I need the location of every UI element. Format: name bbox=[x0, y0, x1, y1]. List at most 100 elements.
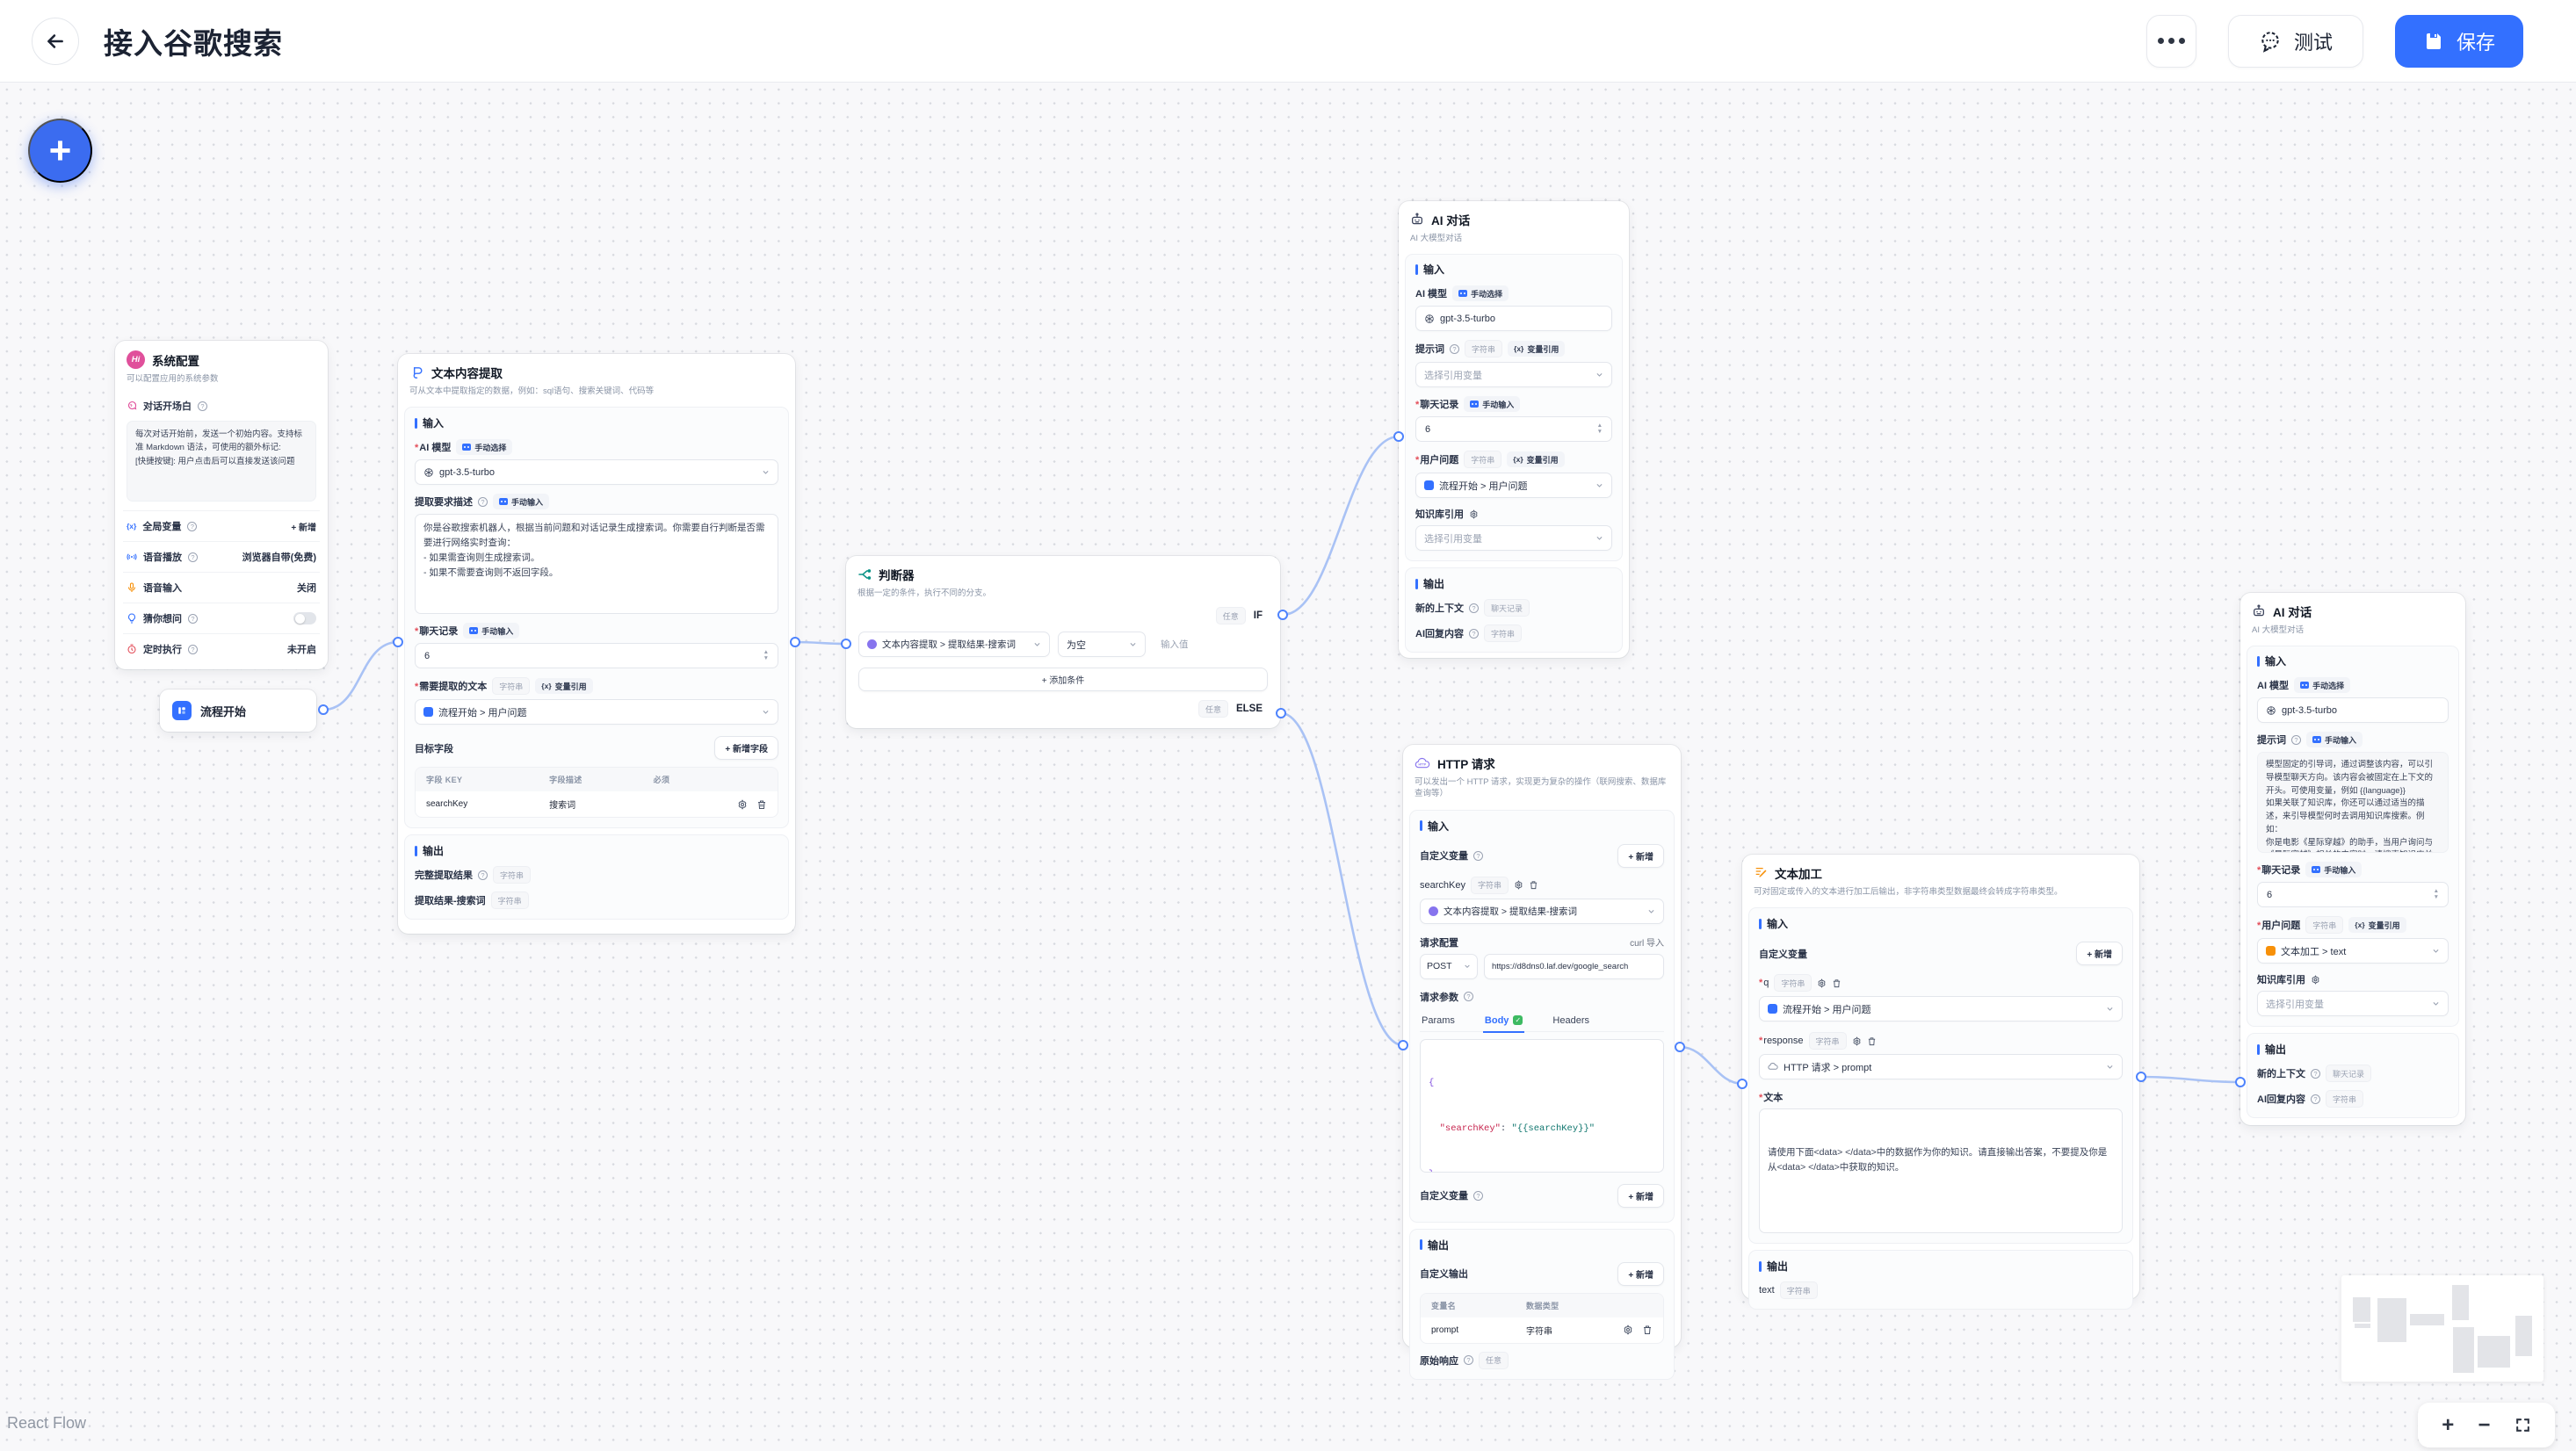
add-field-button[interactable]: + 新增字段 bbox=[714, 736, 778, 761]
user-question-select[interactable]: 文本加工 > text bbox=[2257, 938, 2449, 964]
condition-variable-select[interactable]: 文本内容提取 > 提取结果-搜索词 bbox=[858, 632, 1050, 658]
help-icon[interactable]: ? bbox=[188, 613, 198, 624]
trash-icon[interactable] bbox=[1832, 978, 1842, 988]
help-icon[interactable]: ? bbox=[1464, 992, 1473, 1002]
handle-http-in[interactable] bbox=[1398, 1040, 1408, 1050]
guess-toggle[interactable] bbox=[293, 612, 316, 625]
handle-textprocess-in[interactable] bbox=[1737, 1079, 1747, 1089]
handle-condition-else-out[interactable] bbox=[1276, 708, 1286, 718]
help-icon[interactable]: ? bbox=[2311, 1068, 2320, 1079]
gear-icon[interactable] bbox=[1514, 880, 1523, 890]
help-icon[interactable]: ? bbox=[1469, 603, 1479, 613]
more-button[interactable] bbox=[2145, 14, 2196, 68]
help-icon[interactable]: ? bbox=[188, 552, 198, 562]
help-icon[interactable]: ? bbox=[198, 401, 207, 411]
chat-history-input[interactable]: 6 ▲▼ bbox=[1415, 416, 1612, 443]
prompt-textarea[interactable]: 模型固定的引导词，通过调整该内容，可以引导模型聊天方向。该内容会被固定在上下文的… bbox=[2257, 752, 2449, 854]
zoom-in-button[interactable]: + bbox=[2442, 1412, 2455, 1437]
handle-aichat2-in[interactable] bbox=[2235, 1077, 2246, 1087]
tab-params[interactable]: Params bbox=[1422, 1014, 1455, 1026]
gear-icon[interactable] bbox=[1469, 509, 1479, 519]
node-system-config[interactable]: Hi 系统配置 可以配置应用的系统参数 对话开场白 ? 每次对话开始前，发送一个… bbox=[115, 341, 328, 669]
trash-icon[interactable] bbox=[1867, 1036, 1877, 1046]
tab-body[interactable]: Body✓ bbox=[1483, 1010, 1525, 1031]
body-code-editor[interactable]: { "searchKey": "{{searchKey}}" } bbox=[1420, 1038, 1664, 1173]
number-stepper[interactable]: ▲▼ bbox=[1596, 422, 1603, 436]
number-stepper[interactable]: ▲▼ bbox=[763, 648, 769, 662]
chat-history-input[interactable]: 6 ▲▼ bbox=[2257, 882, 2449, 908]
back-button[interactable] bbox=[32, 17, 79, 65]
add-global-var-button[interactable]: + 新增 bbox=[291, 523, 316, 533]
condition-value-input[interactable]: 输入值 bbox=[1161, 639, 1189, 651]
add-condition-button[interactable]: + 添加条件 bbox=[858, 668, 1268, 692]
condition-operator-select[interactable]: 为空 bbox=[1058, 632, 1146, 658]
node-http-request[interactable]: HTTP HTTP 请求 可以发出一个 HTTP 请求，实现更为复杂的操作（联网… bbox=[1403, 745, 1681, 1380]
gear-icon[interactable] bbox=[1623, 1325, 1633, 1335]
handle-extract-out[interactable] bbox=[790, 637, 800, 647]
help-icon[interactable]: ? bbox=[1464, 1355, 1473, 1366]
searchkey-ref-select[interactable]: 文本内容提取 > 提取结果-搜索词 bbox=[1420, 898, 1664, 924]
model-select[interactable]: gpt-3.5-turbo bbox=[2257, 697, 2449, 724]
help-icon[interactable]: ? bbox=[187, 521, 198, 531]
chat-history-input[interactable]: 6 ▲▼ bbox=[415, 643, 778, 669]
save-button[interactable]: 保存 bbox=[2394, 14, 2523, 68]
help-icon[interactable]: ? bbox=[478, 870, 488, 880]
add-node-button[interactable]: + bbox=[28, 119, 92, 183]
response-ref-select[interactable]: HTTP 请求 > prompt bbox=[1759, 1054, 2123, 1080]
minimap[interactable] bbox=[2341, 1275, 2543, 1382]
node-flow-start[interactable]: 流程开始 bbox=[160, 689, 316, 732]
trash-icon[interactable] bbox=[756, 799, 767, 810]
text-template-textarea[interactable]: 请使用下面<data> </data>中的数据作为你的知识。请直接输出答案，不要… bbox=[1759, 1108, 2123, 1234]
schedule-value[interactable]: 未开启 bbox=[287, 645, 316, 656]
gear-icon[interactable] bbox=[2311, 975, 2320, 985]
help-icon[interactable]: ? bbox=[2311, 1094, 2320, 1104]
node-condition[interactable]: 判断器 根据一定的条件，执行不同的分支。 任意 IF 文本内容提取 > 提取结果… bbox=[846, 556, 1280, 728]
add-variable-button[interactable]: + 新增 bbox=[1617, 843, 1664, 868]
node-ai-chat-1[interactable]: AI 对话 AI 大模型对话 输入 AI 模型 手动选择 gpt-3.5-tur… bbox=[1399, 201, 1629, 658]
fit-view-button[interactable] bbox=[2514, 1417, 2531, 1433]
welcome-textarea[interactable]: 每次对话开始前，发送一个初始内容。支持标准 Markdown 语法，可使用的额外… bbox=[127, 421, 316, 502]
trash-icon[interactable] bbox=[1529, 880, 1538, 890]
node-ai-chat-2[interactable]: AI 对话 AI 大模型对话 输入 AI 模型 手动选择 gpt-3.5-tur… bbox=[2240, 593, 2465, 1125]
add-variable-button[interactable]: + 新增 bbox=[1617, 1183, 1664, 1208]
method-select[interactable]: POST bbox=[1420, 953, 1478, 979]
model-select[interactable]: gpt-3.5-turbo bbox=[1415, 306, 1612, 332]
prompt-select[interactable]: 选择引用变量 bbox=[1415, 362, 1612, 388]
help-icon[interactable]: ? bbox=[2291, 734, 2301, 745]
kb-select[interactable]: 选择引用变量 bbox=[1415, 525, 1612, 552]
help-icon[interactable]: ? bbox=[1473, 850, 1483, 861]
handle-aichat1-in[interactable] bbox=[1393, 431, 1404, 442]
stt-value[interactable]: 关闭 bbox=[297, 583, 316, 595]
test-button[interactable]: 测试 bbox=[2227, 14, 2363, 68]
kb-select[interactable]: 选择引用变量 bbox=[2257, 991, 2449, 1017]
node-text-process[interactable]: 文本加工 可对固定或传入的文本进行加工后输出，非字符串类型数据最终会转成字符串类… bbox=[1742, 855, 2139, 1310]
help-icon[interactable]: ? bbox=[188, 644, 198, 654]
zoom-out-button[interactable]: − bbox=[2478, 1412, 2491, 1437]
curl-import-button[interactable]: curl 导入 bbox=[1630, 939, 1664, 949]
extract-desc-textarea[interactable]: 你是谷歌搜索机器人，根据当前问题和对话记录生成搜索词。你需要自行判断是否需要进行… bbox=[415, 514, 778, 615]
trash-icon[interactable] bbox=[1642, 1325, 1653, 1335]
handle-http-out[interactable] bbox=[1675, 1042, 1685, 1052]
number-stepper[interactable]: ▲▼ bbox=[2433, 887, 2439, 901]
gear-icon[interactable] bbox=[1817, 978, 1827, 988]
add-variable-button[interactable]: + 新增 bbox=[2076, 942, 2123, 966]
help-icon[interactable]: ? bbox=[478, 496, 488, 507]
gear-icon[interactable] bbox=[737, 799, 748, 810]
help-icon[interactable]: ? bbox=[1473, 1190, 1483, 1201]
extract-text-select[interactable]: 流程开始 > 用户问题 bbox=[415, 699, 778, 726]
help-icon[interactable]: ? bbox=[1469, 628, 1479, 639]
q-ref-select[interactable]: 流程开始 > 用户问题 bbox=[1759, 996, 2123, 1022]
url-input[interactable]: https://d8dns0.laf.dev/google_search bbox=[1484, 953, 1664, 979]
node-content-extract[interactable]: 文本内容提取 可从文本中提取指定的数据，例如：sql语句、搜索关键词、代码等 输… bbox=[398, 354, 795, 934]
handle-textprocess-out[interactable] bbox=[2136, 1072, 2146, 1082]
handle-condition-if-out[interactable] bbox=[1277, 610, 1288, 620]
gear-icon[interactable] bbox=[1852, 1036, 1862, 1046]
add-output-button[interactable]: + 新增 bbox=[1617, 1261, 1664, 1286]
help-icon[interactable]: ? bbox=[1450, 343, 1459, 354]
handle-condition-in[interactable] bbox=[841, 639, 851, 649]
user-question-select[interactable]: 流程开始 > 用户问题 bbox=[1415, 473, 1612, 499]
handle-extract-in[interactable] bbox=[393, 637, 403, 647]
handle-start-out[interactable] bbox=[318, 704, 329, 715]
model-select[interactable]: gpt-3.5-turbo bbox=[415, 459, 778, 486]
